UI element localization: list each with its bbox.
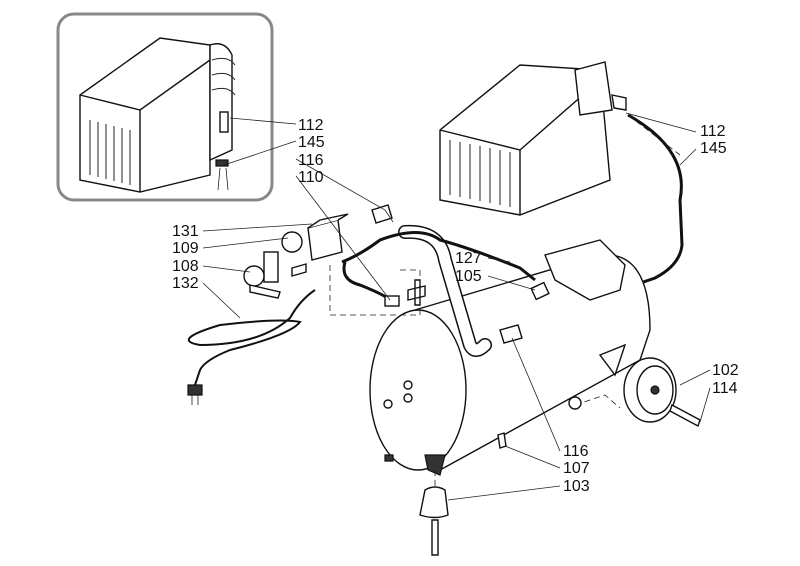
callout-112-inset: 112 — [298, 117, 324, 134]
plug-icon — [187, 384, 203, 396]
gauge-109-icon — [281, 231, 303, 253]
callout-116-bottom: 116 — [563, 443, 589, 460]
power-cord-132 — [187, 289, 316, 386]
wheel — [623, 357, 701, 428]
callout-145-right: 145 — [700, 140, 727, 157]
callout-127: 127 — [455, 250, 482, 267]
air-tank — [369, 239, 651, 476]
rubber-foot-103 — [419, 486, 449, 519]
axle-bolt-114 — [669, 403, 701, 428]
check-valve-105 — [530, 281, 550, 301]
callout-112-right: 112 — [700, 123, 726, 140]
compressor-head — [439, 61, 627, 216]
tube-110 — [342, 261, 392, 302]
callout-131: 131 — [172, 223, 199, 240]
elbow-fitting-icon — [611, 94, 627, 111]
head-bracket — [544, 239, 626, 301]
callout-114: 114 — [712, 380, 738, 397]
tank-foot — [424, 454, 446, 476]
hose-145-icon — [215, 159, 229, 167]
callout-105: 105 — [455, 268, 482, 285]
callout-109: 109 — [172, 240, 199, 257]
fitting-112-icon — [219, 111, 229, 133]
fitting-116-bottom — [499, 324, 523, 344]
callout-103: 103 — [563, 478, 590, 495]
regulator-icon — [263, 251, 279, 283]
callout-132: 132 — [172, 275, 199, 292]
callout-107: 107 — [563, 460, 590, 477]
fitting-110 — [384, 295, 400, 307]
delivery-hose — [619, 113, 684, 292]
leader-lines — [202, 112, 711, 501]
callout-102: 102 — [712, 362, 739, 379]
callout-108: 108 — [172, 258, 199, 275]
pressure-switch-group — [243, 213, 349, 299]
callout-116-top: 116 — [298, 152, 324, 169]
pressure-tube-127 — [341, 231, 536, 282]
callout-145-inset: 145 — [298, 134, 325, 151]
drain-valve-107 — [497, 432, 507, 449]
gauge-108-icon — [243, 265, 265, 287]
inset-detail — [56, 12, 274, 202]
fitting-116-top — [371, 204, 393, 224]
foot-bolt — [431, 519, 439, 556]
callout-110: 110 — [298, 169, 324, 186]
